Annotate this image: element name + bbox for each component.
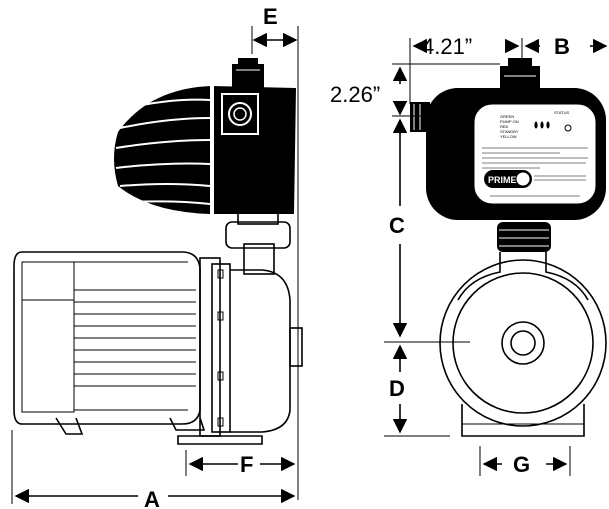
reset-screw-icon bbox=[564, 124, 572, 132]
front-union bbox=[497, 222, 551, 252]
motor bbox=[13, 251, 206, 435]
dimension-g-label: G bbox=[513, 452, 530, 477]
prime-knob-icon bbox=[515, 171, 531, 187]
pump-housing bbox=[177, 257, 303, 445]
panel-standby-label: STANDBY bbox=[500, 129, 519, 134]
side-controller bbox=[114, 58, 296, 214]
status-led-green-icon bbox=[534, 121, 538, 129]
dimension-width-top-label: 4.21” bbox=[422, 34, 472, 59]
dimension-lines bbox=[11, 26, 608, 504]
panel-green-label: GREEN bbox=[500, 114, 514, 119]
prime-button-label: PRIME bbox=[488, 175, 517, 185]
dimension-f-label: F bbox=[240, 452, 253, 477]
side-view bbox=[13, 58, 303, 445]
dimension-c-label: C bbox=[389, 213, 405, 238]
dimension-d-label: D bbox=[389, 376, 405, 401]
panel-status-label: STATUS bbox=[554, 110, 570, 115]
panel-red-label: RED bbox=[500, 124, 509, 129]
volute bbox=[439, 252, 607, 437]
dimension-a-label: A bbox=[144, 487, 160, 509]
front-controller: STATUS GREEN PUMP ON RED STANDBY YELLOW bbox=[410, 58, 606, 220]
status-led-red-icon bbox=[540, 121, 544, 129]
front-view: STATUS GREEN PUMP ON RED STANDBY YELLOW bbox=[410, 58, 607, 437]
side-union bbox=[225, 207, 291, 275]
dimension-e-label: E bbox=[263, 4, 278, 29]
dimension-height-top-label: 2.26” bbox=[330, 82, 380, 107]
dimension-b-label: B bbox=[554, 34, 570, 59]
status-led-yellow-icon bbox=[546, 121, 550, 129]
panel-pump-on-label: PUMP ON bbox=[500, 119, 519, 124]
panel-yellow-label: YELLOW bbox=[500, 134, 517, 139]
